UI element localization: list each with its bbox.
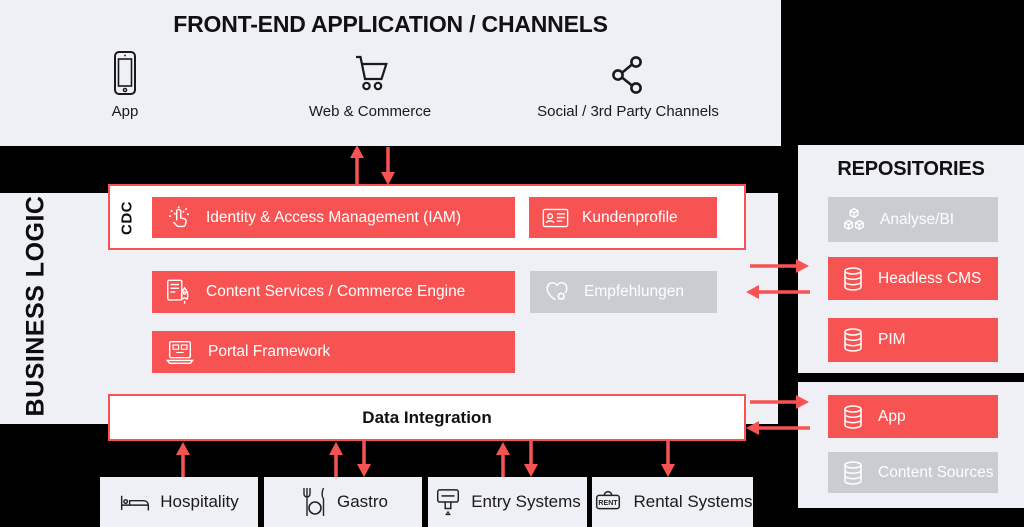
- svg-text:RENT: RENT: [599, 500, 619, 507]
- smartphone-icon: [75, 48, 175, 96]
- arrow-cdc-to-frontend-up: [350, 145, 364, 184]
- arrow-entry-up: [496, 442, 510, 477]
- portal-framework-label: Portal Framework: [208, 343, 331, 360]
- content-services-label: Content Services / Commerce Engine: [206, 283, 466, 300]
- content-sources-label: Content Sources: [878, 463, 994, 481]
- arrow-gastro-up: [329, 442, 343, 477]
- repositories-title: REPOSITORIES: [837, 158, 985, 180]
- id-card-icon: [542, 208, 569, 227]
- arrow-entry-down: [524, 441, 538, 477]
- kundenprofile-label: Kundenprofile: [582, 208, 678, 226]
- headless-cms-label: Headless CMS: [878, 269, 982, 287]
- rental-systems-box: RENT Rental Systems: [592, 477, 753, 527]
- analyse-bi-label: Analyse/BI: [880, 210, 955, 228]
- arrow-rental-down: [661, 441, 675, 477]
- portal-framework-button: Portal Framework: [152, 331, 515, 373]
- shopping-cart-icon: [280, 48, 460, 96]
- business-logic-label: BUSINESS LOGIC: [21, 195, 50, 417]
- cubes-icon: [844, 207, 864, 230]
- content-sources-button: Content Sources: [828, 452, 998, 493]
- channel-social-label: Social / 3rd Party Channels: [537, 103, 719, 120]
- arrow-hospitality-up: [176, 442, 190, 477]
- heart-gear-icon: [546, 281, 568, 301]
- kundenprofile-button: Kundenprofile: [529, 197, 717, 238]
- share-icon: [518, 48, 738, 96]
- analyse-bi-button: Analyse/BI: [828, 197, 998, 242]
- entry-systems-box: Entry Systems: [428, 477, 587, 527]
- hospitality-box: Hospitality: [100, 477, 258, 527]
- hospitality-label: Hospitality: [160, 492, 239, 511]
- channel-web-commerce: Web & Commerce: [280, 48, 460, 120]
- cutlery-icon: [303, 487, 325, 516]
- arrow-gastro-down: [357, 441, 371, 477]
- headless-cms-button: Headless CMS: [828, 257, 998, 300]
- content-services-button: Content Services / Commerce Engine: [152, 271, 515, 313]
- data-integration-box: Data Integration: [108, 394, 746, 441]
- iam-label: Identity & Access Management (IAM): [206, 208, 461, 226]
- pim-label: PIM: [878, 331, 906, 348]
- empfehlungen-label: Empfehlungen: [584, 283, 684, 300]
- database-icon: [844, 404, 862, 429]
- empfehlungen-button: Empfehlungen: [530, 271, 717, 313]
- arrow-frontend-to-cdc-down: [381, 147, 395, 185]
- bed-icon: [121, 495, 150, 511]
- iam-button: Identity & Access Management (IAM): [152, 197, 515, 238]
- channel-social: Social / 3rd Party Channels: [518, 48, 738, 120]
- rental-systems-label: Rental Systems: [633, 492, 753, 511]
- laptop-code-icon: [165, 340, 195, 364]
- channel-app: App: [75, 48, 175, 120]
- pim-button: PIM: [828, 318, 998, 362]
- entry-systems-label: Entry Systems: [471, 492, 581, 511]
- database-icon: [844, 328, 862, 352]
- frontend-title: FRONT-END APPLICATION / CHANNELS: [173, 11, 608, 37]
- rent-sign-icon: RENT: [596, 490, 621, 510]
- gastro-box: Gastro: [264, 477, 422, 527]
- database-icon: [844, 460, 862, 485]
- touch-id-icon: [169, 205, 189, 227]
- data-integration-label: Data Integration: [362, 407, 492, 427]
- database-icon: [844, 266, 862, 291]
- app-repo-label: App: [878, 407, 906, 425]
- gastro-label: Gastro: [336, 492, 389, 511]
- frontend-panel: FRONT-END APPLICATION / CHANNELS App: [0, 0, 781, 146]
- channel-web-commerce-label: Web & Commerce: [308, 103, 432, 120]
- app-repo-button: App: [828, 395, 998, 438]
- cdc-label: CDC: [118, 201, 136, 235]
- channel-app-label: App: [111, 103, 139, 120]
- document-rocket-icon: [167, 279, 189, 304]
- ticket-machine-icon: [437, 489, 460, 516]
